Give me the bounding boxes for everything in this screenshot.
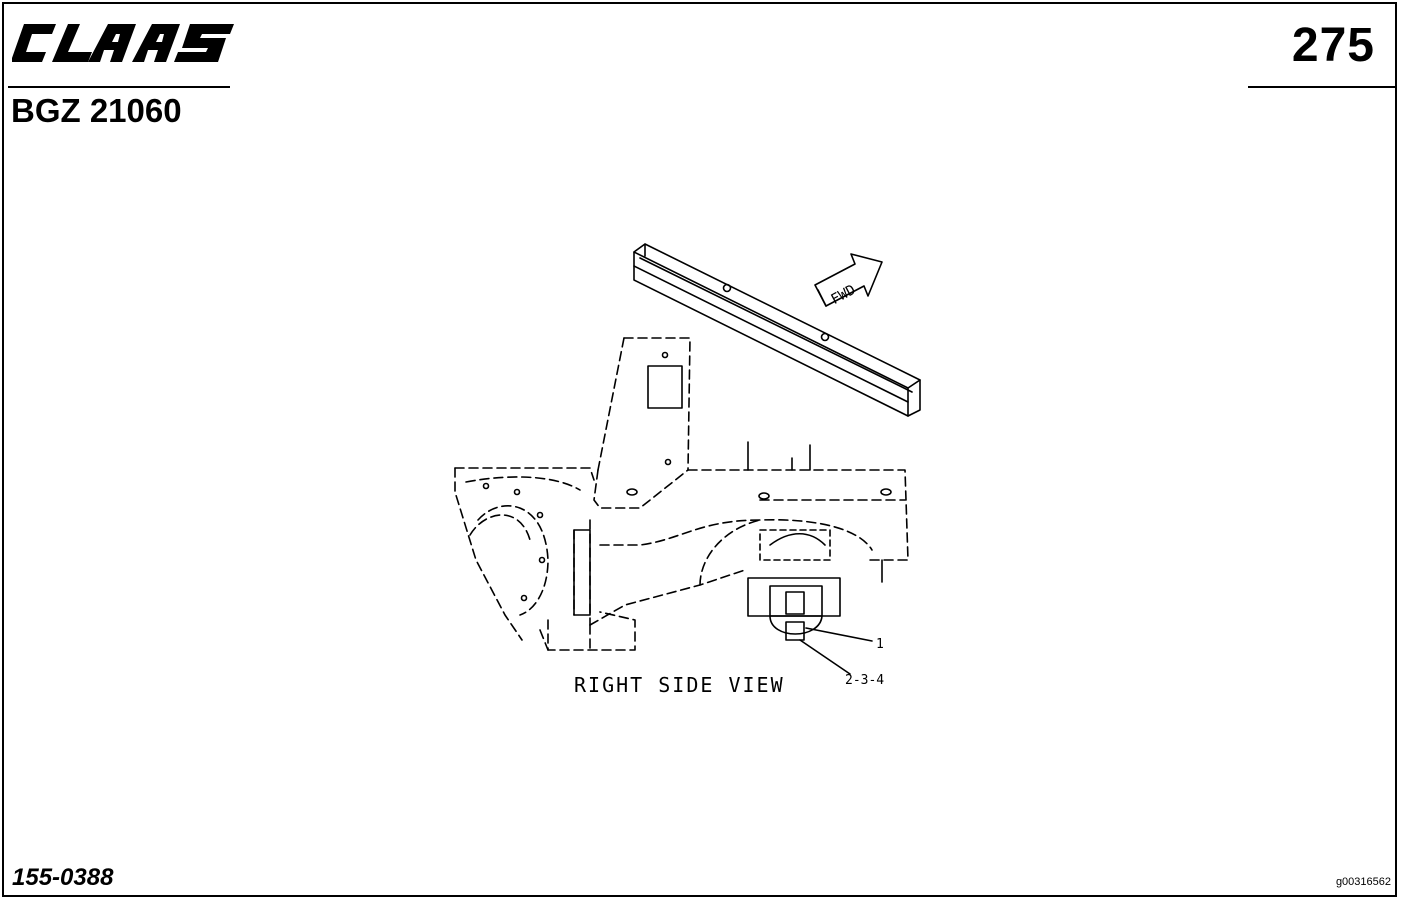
frame-body-outline bbox=[454, 337, 909, 651]
document-code: BGZ 21060 bbox=[11, 92, 182, 129]
view-caption: RIGHT SIDE VIEW bbox=[574, 673, 785, 697]
callout-label-2-3-4: 2-3-4 bbox=[845, 673, 884, 688]
part-reference: 155-0388 bbox=[12, 864, 114, 891]
page-number: 275 bbox=[1291, 19, 1375, 72]
image-identifier: g00316562 bbox=[1335, 876, 1391, 888]
header-rule-left bbox=[8, 86, 230, 88]
frame-details bbox=[482, 351, 892, 641]
callout-leaders bbox=[799, 627, 873, 675]
claas-logo bbox=[12, 24, 234, 62]
fwd-arrow-label: FWD bbox=[828, 282, 858, 308]
rail-bar bbox=[633, 243, 921, 417]
header-rule-right bbox=[1248, 86, 1397, 88]
fwd-arrow-icon bbox=[814, 253, 883, 307]
callout-label-1: 1 bbox=[876, 637, 884, 652]
